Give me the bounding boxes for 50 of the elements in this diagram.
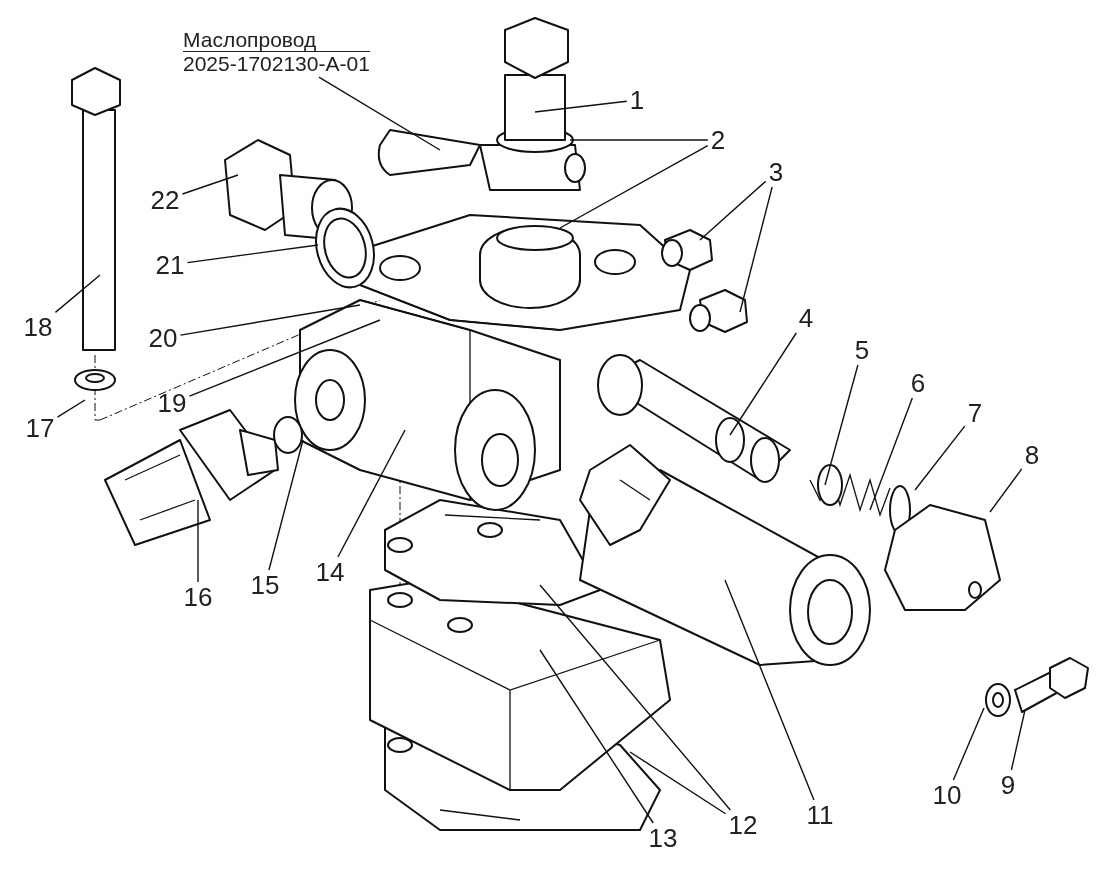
- leader-line: [559, 145, 709, 229]
- callout-number: 6: [910, 370, 926, 396]
- leader-line: [186, 244, 319, 264]
- callout-number: 20: [148, 325, 178, 351]
- leader-line: [569, 139, 709, 141]
- callout-number: 22: [150, 187, 180, 213]
- leader-line: [197, 499, 199, 583]
- callout-number: 12: [728, 812, 758, 838]
- leader-line: [56, 399, 86, 418]
- callout-number: 9: [1000, 772, 1016, 798]
- leader-line: [268, 439, 304, 571]
- leader-line: [729, 332, 797, 436]
- leader-line: [629, 751, 727, 815]
- callout-number: 7: [967, 400, 983, 426]
- callout-number: 4: [798, 305, 814, 331]
- leader-line: [952, 707, 985, 781]
- callout-number: 10: [932, 782, 962, 808]
- callout-number: 17: [25, 415, 55, 441]
- leader-line: [534, 100, 628, 113]
- leader-line: [318, 76, 441, 151]
- callout-number: 3: [768, 159, 784, 185]
- callout-number: 1: [629, 87, 645, 113]
- leader-line: [739, 186, 773, 313]
- leader-line: [539, 649, 654, 824]
- leader-line: [724, 579, 815, 801]
- callout-number: 18: [23, 314, 53, 340]
- leader-line: [824, 364, 859, 486]
- callout-number: 8: [1024, 442, 1040, 468]
- callout-number: 21: [155, 252, 185, 278]
- leader-line: [188, 319, 381, 397]
- callout-number: 11: [806, 802, 834, 828]
- leader-line: [989, 468, 1023, 513]
- leader-line: [699, 180, 767, 241]
- callout-number: 2: [710, 127, 726, 153]
- callout-number: 16: [183, 584, 213, 610]
- part-number: 2025-1702130-А-01: [183, 52, 370, 76]
- callout-number: 19: [157, 390, 187, 416]
- leader-line: [1010, 709, 1026, 771]
- leader-line: [337, 429, 406, 558]
- leader-line: [539, 584, 731, 811]
- callout-number: 5: [854, 337, 870, 363]
- leader-line: [869, 397, 914, 511]
- callout-number: 14: [315, 559, 345, 585]
- leader-line: [181, 174, 239, 195]
- part-name: Маслопровод: [183, 28, 370, 53]
- callout-number: 13: [648, 825, 678, 851]
- leader-line: [54, 274, 101, 314]
- leader-line: [914, 425, 966, 491]
- callout-number: 15: [250, 572, 280, 598]
- leader-line: [179, 304, 361, 336]
